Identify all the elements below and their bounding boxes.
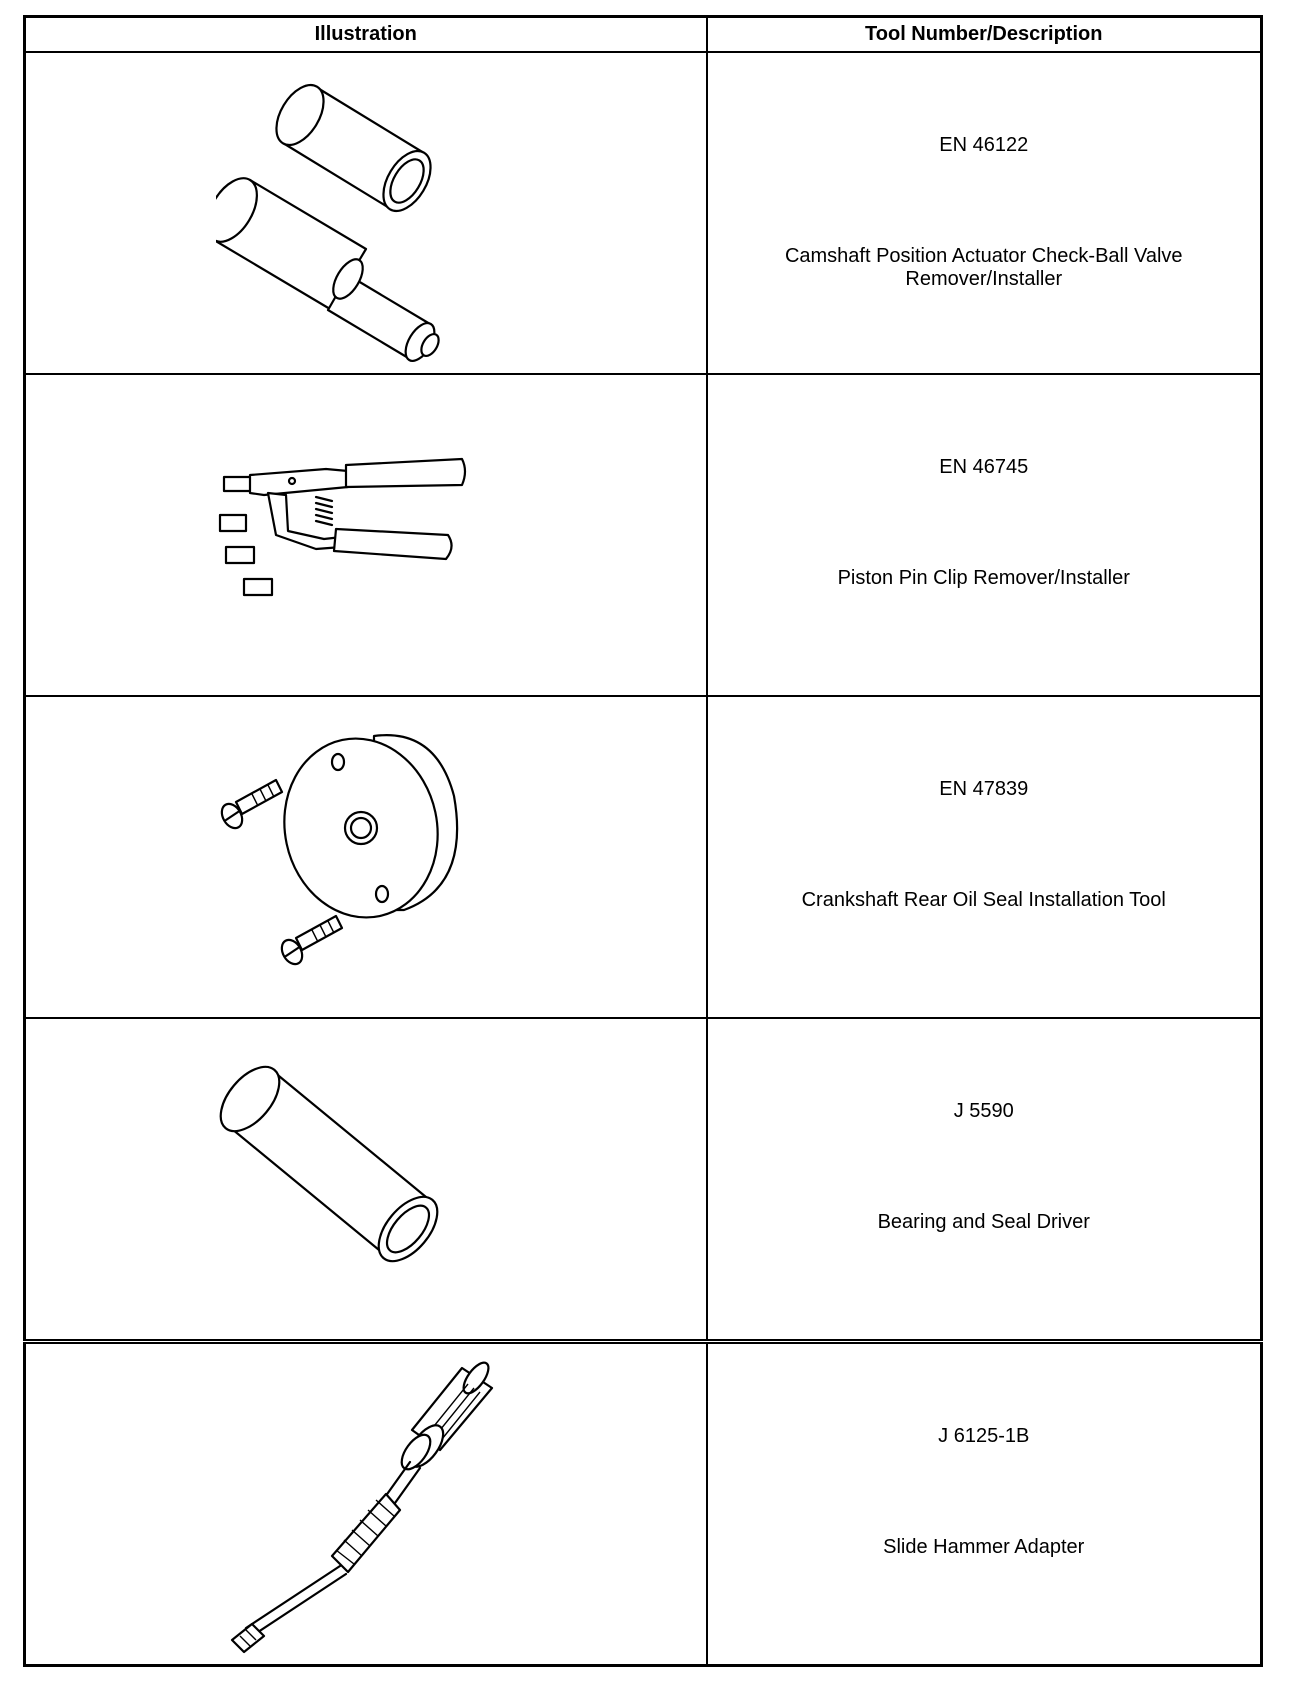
header-row: Illustration Tool Number/Description	[23, 15, 1263, 53]
table-row: EN 46122 Camshaft Position Actuator Chec…	[23, 51, 1263, 375]
illustration-cell	[23, 695, 708, 1019]
tool-cell: EN 46122 Camshaft Position Actuator Chec…	[705, 51, 1263, 375]
illustration-cell	[23, 51, 708, 375]
tool-cell: J 5590 Bearing and Seal Driver	[705, 1017, 1263, 1344]
tool-cell: EN 47839 Crankshaft Rear Oil Seal Instal…	[705, 695, 1263, 1019]
tool-description: Camshaft Position Actuator Check-Ball Va…	[784, 245, 1183, 290]
bearing-seal-driver-illustration	[219, 1065, 439, 1263]
illustration-cell	[23, 1340, 708, 1667]
illustration-cell	[23, 373, 708, 697]
piston-pin-clip-tool-illustration	[218, 457, 466, 597]
tool-description: Slide Hammer Adapter	[883, 1536, 1085, 1558]
table-row: EN 46745 Piston Pin Clip Remover/Install…	[23, 373, 1263, 697]
tool-cell: EN 46745 Piston Pin Clip Remover/Install…	[705, 373, 1263, 697]
tool-number: EN 47839	[939, 778, 1029, 800]
tool-description: Crankshaft Rear Oil Seal Installation To…	[801, 889, 1166, 911]
oil-seal-installation-tool-illustration	[220, 734, 458, 966]
table-row: J 5590 Bearing and Seal Driver	[23, 1017, 1263, 1344]
special-tools-table: Illustration Tool Number/Description	[23, 15, 1263, 1667]
header-illustration: Illustration	[23, 15, 708, 53]
illustration-cell	[23, 1017, 708, 1344]
tool-number: J 6125-1B	[938, 1425, 1030, 1447]
tool-number: J 5590	[953, 1100, 1014, 1122]
tool-description: Piston Pin Clip Remover/Installer	[837, 567, 1130, 589]
slide-hammer-adapter-illustration	[230, 1361, 493, 1654]
tool-number: EN 46745	[939, 456, 1029, 478]
tool-cell: J 6125-1B Slide Hammer Adapter	[705, 1340, 1263, 1667]
tool-description: Bearing and Seal Driver	[877, 1211, 1090, 1233]
valve-remover-installer-illustration	[215, 83, 440, 362]
table-row: EN 47839 Crankshaft Rear Oil Seal Instal…	[23, 695, 1263, 1019]
header-tool-number-description: Tool Number/Description	[705, 15, 1263, 53]
tool-number: EN 46122	[939, 134, 1029, 156]
table-row: J 6125-1B Slide Hammer Adapter	[23, 1340, 1263, 1667]
